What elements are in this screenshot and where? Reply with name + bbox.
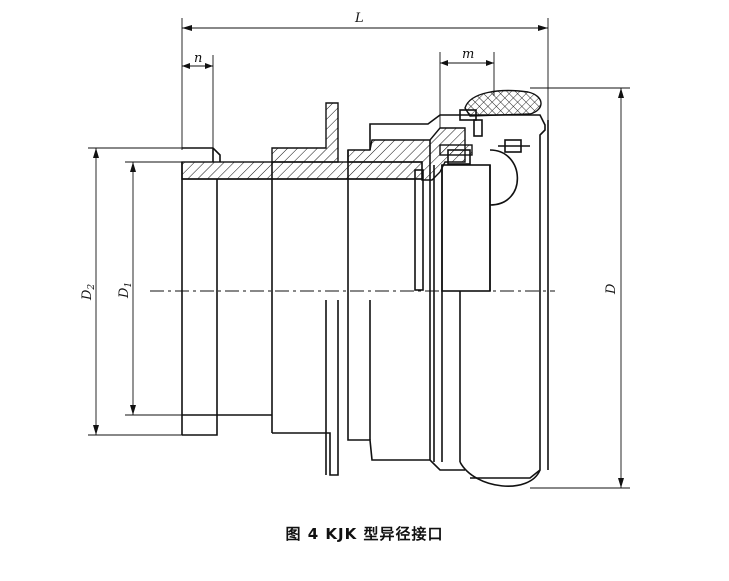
dimension-L bbox=[181, 18, 549, 150]
dimension-D1 bbox=[125, 161, 182, 416]
pipe-flange bbox=[182, 147, 221, 436]
dimension-label-n: n bbox=[194, 51, 202, 66]
pipe-body bbox=[181, 161, 423, 435]
inner-sleeve bbox=[414, 164, 491, 462]
dimension-label-D: D bbox=[604, 283, 619, 295]
socket-body bbox=[347, 114, 470, 471]
dimension-label-D1: D1 bbox=[117, 282, 134, 299]
seal-ring bbox=[439, 89, 542, 165]
dimension-D2 bbox=[88, 147, 182, 436]
dimension-label-D2: D2 bbox=[80, 284, 97, 301]
gland-ring bbox=[271, 102, 339, 476]
figure-caption: 图 4 KJK 型异径接口 bbox=[285, 525, 444, 543]
clamp-bolt bbox=[459, 109, 530, 153]
dimension-label-L: L bbox=[354, 11, 364, 26]
dimension-m bbox=[439, 52, 495, 128]
dimension-n bbox=[182, 55, 214, 148]
dimension-D bbox=[530, 87, 630, 489]
dimension-label-m: m bbox=[462, 47, 474, 62]
outer-housing bbox=[459, 114, 549, 487]
